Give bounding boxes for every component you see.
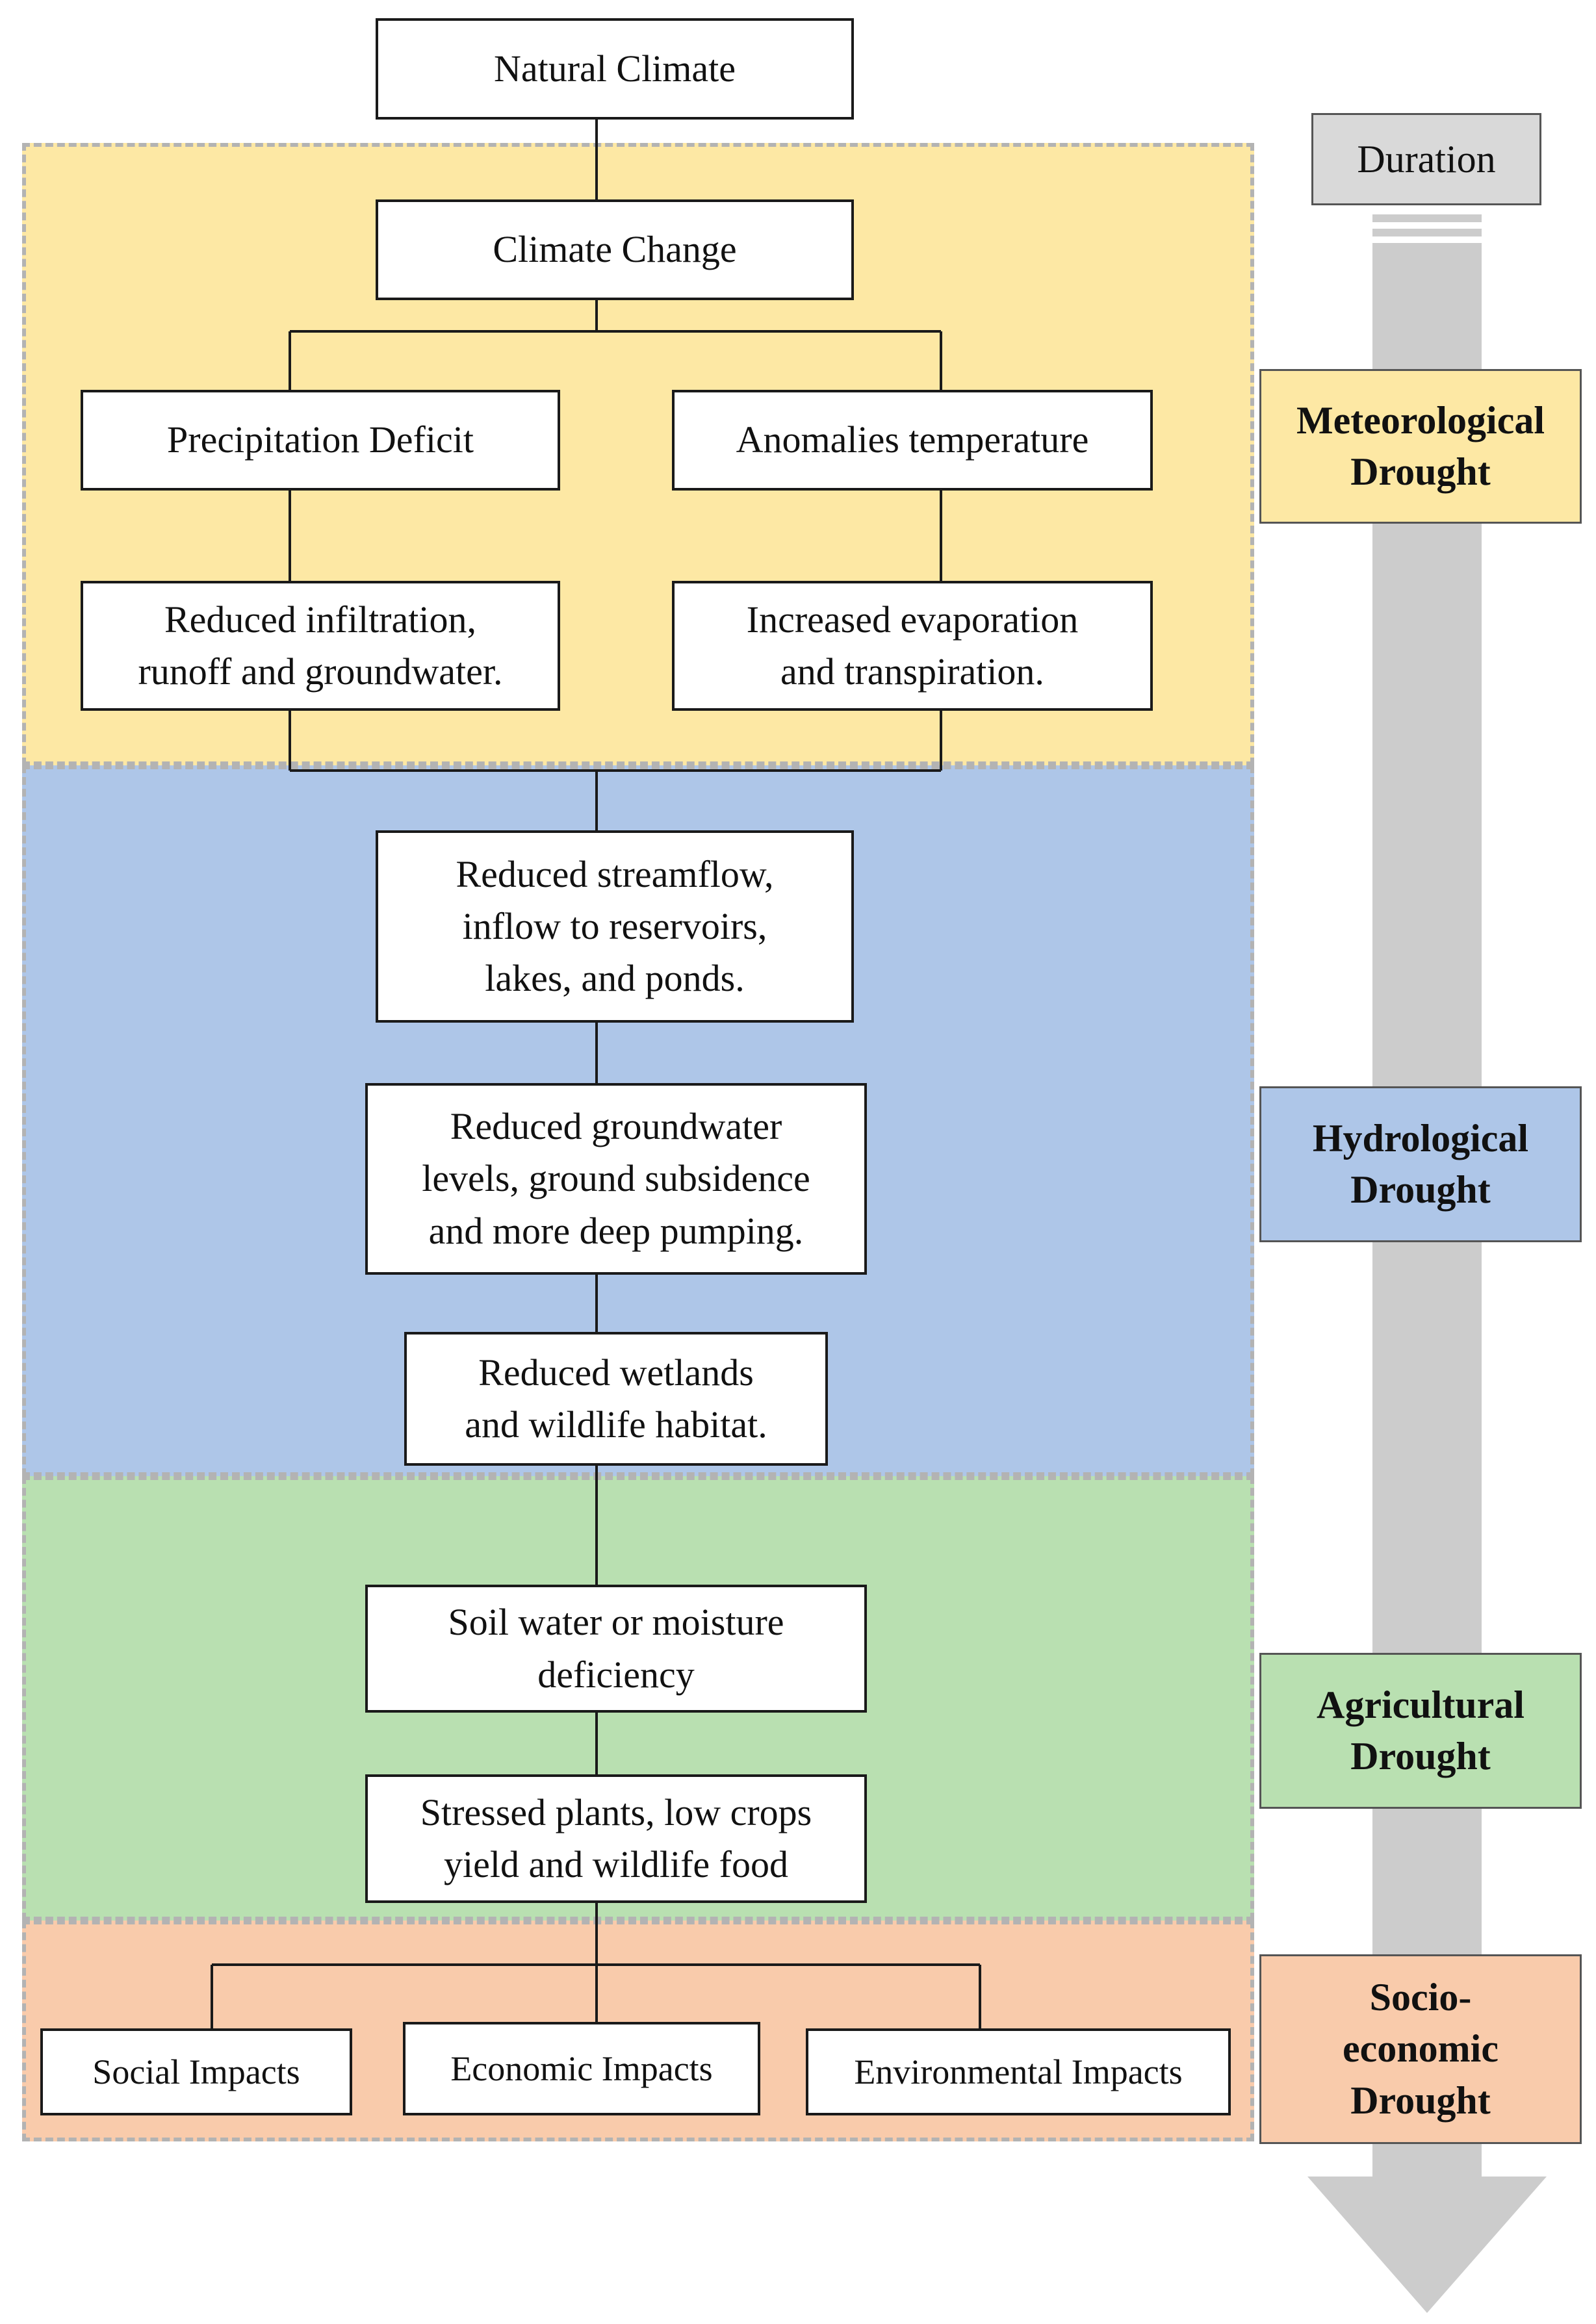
node-precipitation-deficit: Precipitation Deficit <box>81 390 560 491</box>
node-reduced-infiltration: Reduced infiltration, runoff and groundw… <box>81 581 560 711</box>
node-reduced-groundwater: Reduced groundwater levels, ground subsi… <box>365 1083 867 1275</box>
node-stressed-plants: Stressed plants, low crops yield and wil… <box>365 1774 867 1903</box>
node-soil-water: Soil water or moisture deficiency <box>365 1585 867 1713</box>
node-natural-climate: Natural Climate <box>376 18 854 120</box>
label-agricultural-drought: Agricultural Drought <box>1259 1653 1582 1809</box>
node-climate-change: Climate Change <box>376 199 854 300</box>
duration-label: Duration <box>1311 113 1541 205</box>
label-meteorological-drought: Meteorological Drought <box>1259 369 1582 524</box>
node-anomalies-temperature: Anomalies temperature <box>672 390 1153 491</box>
duration-arrow-stripe-1 <box>1372 214 1482 222</box>
node-environmental-impacts: Environmental Impacts <box>806 2028 1231 2115</box>
duration-arrow-stripe-2 <box>1372 229 1482 236</box>
node-reduced-streamflow: Reduced streamflow, inflow to reservoirs… <box>376 830 854 1023</box>
duration-arrow <box>1307 214 1547 2313</box>
duration-arrow-shape <box>1307 243 1547 2313</box>
label-socioeconomic-drought: Socio- economic Drought <box>1259 1954 1582 2144</box>
node-reduced-wetlands: Reduced wetlands and wildlife habitat. <box>404 1332 828 1466</box>
node-increased-evaporation: Increased evaporation and transpiration. <box>672 581 1153 711</box>
node-economic-impacts: Economic Impacts <box>403 2022 760 2115</box>
label-hydrological-drought: Hydrological Drought <box>1259 1086 1582 1242</box>
node-social-impacts: Social Impacts <box>40 2028 352 2115</box>
